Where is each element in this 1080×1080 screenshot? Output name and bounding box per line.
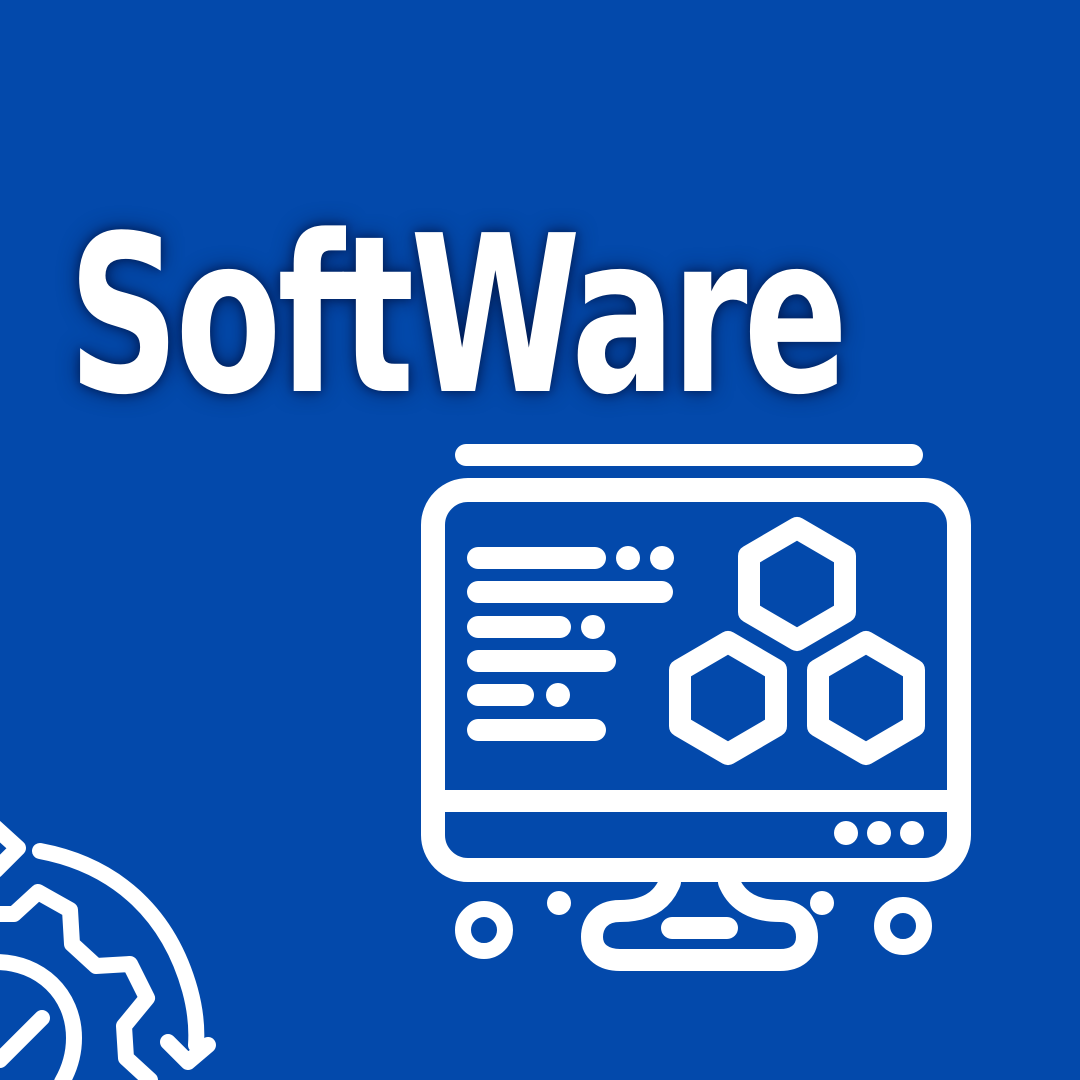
hexagon-modules	[669, 517, 925, 765]
monitor-stand-ring-right	[874, 897, 932, 955]
gear-slash	[0, 1010, 50, 1068]
gear-arrow-tail	[0, 821, 26, 877]
headline: SoftWare	[68, 190, 848, 443]
gear-rotation-arc	[32, 843, 205, 1053]
gear-teeth	[0, 884, 158, 1080]
code-dots	[546, 546, 674, 707]
monitor-frame	[421, 478, 971, 882]
gear-rotation-arrowhead	[160, 1034, 216, 1070]
monitor-stand-neck	[581, 871, 818, 971]
monitor-stand-ring-left	[455, 901, 513, 959]
monitor-stand-dots	[547, 891, 834, 915]
code-lines	[467, 547, 673, 741]
monitor-bezel-dots	[834, 821, 924, 845]
gear-inner-ring	[0, 954, 82, 1080]
